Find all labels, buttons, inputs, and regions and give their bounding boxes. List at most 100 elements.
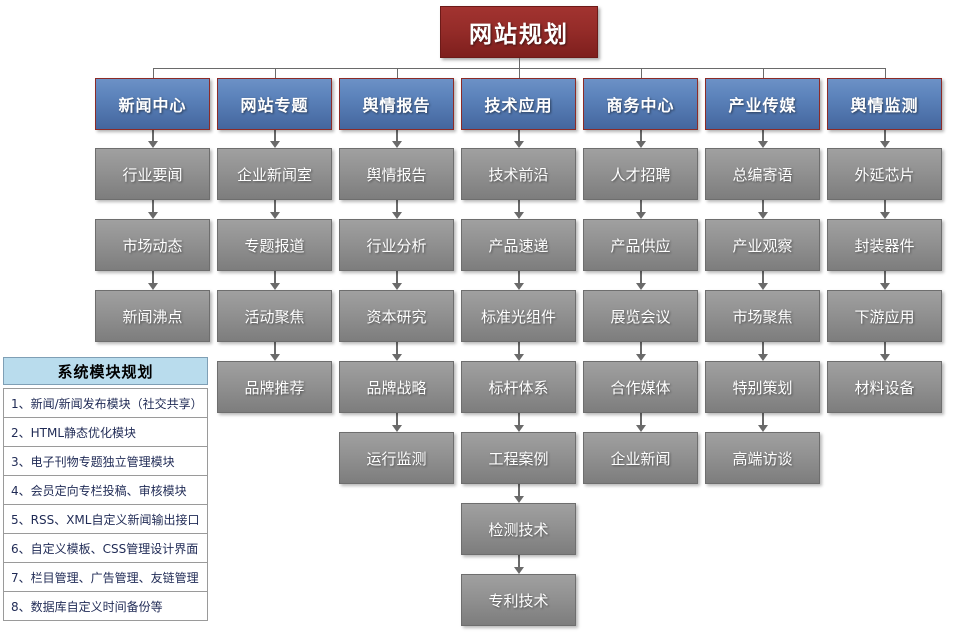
item-box[interactable]: 展览会议: [583, 290, 698, 342]
item-box[interactable]: 人才招聘: [583, 148, 698, 200]
item-connector-arrow-5-3: [757, 354, 768, 361]
item-box[interactable]: 企业新闻室: [217, 148, 332, 200]
item-box[interactable]: 产业观察: [705, 219, 820, 271]
item-box-label: 运行监测: [366, 449, 427, 468]
item-connector-stem-3-3: [517, 342, 520, 354]
item-connector-stem-3-1: [517, 200, 520, 212]
item-connector-arrow-4-2: [635, 283, 646, 290]
item-box[interactable]: 封装器件: [827, 219, 942, 271]
item-box-label: 材料设备: [854, 378, 915, 397]
item-box[interactable]: 技术前沿: [461, 148, 576, 200]
module-plan-title-label: 系统模块规划: [57, 362, 154, 381]
item-connector-arrow-2-3: [391, 354, 402, 361]
item-box-label: 市场动态: [122, 236, 183, 255]
item-box[interactable]: 检测技术: [461, 503, 576, 555]
item-box[interactable]: 运行监测: [339, 432, 454, 484]
item-box-label: 封装器件: [854, 236, 915, 255]
item-box[interactable]: 行业分析: [339, 219, 454, 271]
module-row-label: 8、数据库自定义时间备份等: [11, 599, 163, 614]
item-box[interactable]: 产品速递: [461, 219, 576, 271]
item-connector-stem-4-4: [639, 413, 642, 425]
item-box[interactable]: 下游应用: [827, 290, 942, 342]
column-header-4[interactable]: 商务中心: [583, 78, 698, 130]
item-box[interactable]: 产品供应: [583, 219, 698, 271]
item-box[interactable]: 总编寄语: [705, 148, 820, 200]
item-connector-stem-6-0: [883, 130, 886, 141]
root-node[interactable]: 网站规划: [440, 6, 598, 58]
column-header-0[interactable]: 新闻中心: [95, 78, 210, 130]
module-row[interactable]: 2、HTML静态优化模块: [4, 418, 207, 447]
item-connector-stem-2-3: [395, 342, 398, 354]
column-header-1[interactable]: 网站专题: [217, 78, 332, 130]
item-box[interactable]: 活动聚焦: [217, 290, 332, 342]
column-drop-6: [884, 68, 886, 78]
item-connector-stem-2-0: [395, 130, 398, 141]
item-box[interactable]: 材料设备: [827, 361, 942, 413]
item-connector-stem-4-3: [639, 342, 642, 354]
item-box[interactable]: 品牌推荐: [217, 361, 332, 413]
item-connector-arrow-4-3: [635, 354, 646, 361]
item-connector-arrow-5-0: [757, 141, 768, 148]
module-row[interactable]: 6、自定义模板、CSS管理设计界面: [4, 534, 207, 563]
item-box-label: 外延芯片: [854, 165, 915, 184]
module-row[interactable]: 4、会员定向专栏投稿、审核模块: [4, 476, 207, 505]
item-connector-arrow-4-4: [635, 425, 646, 432]
column-header-3[interactable]: 技术应用: [461, 78, 576, 130]
module-row-label: 7、栏目管理、广告管理、友链管理: [11, 570, 199, 585]
item-box[interactable]: 市场动态: [95, 219, 210, 271]
item-box-label: 品牌推荐: [244, 378, 305, 397]
item-box[interactable]: 工程案例: [461, 432, 576, 484]
module-row-label: 5、RSS、XML自定义新闻输出接口: [11, 512, 200, 527]
item-box[interactable]: 资本研究: [339, 290, 454, 342]
item-connector-stem-4-1: [639, 200, 642, 212]
column-header-5[interactable]: 产业传媒: [705, 78, 820, 130]
module-row-label: 4、会员定向专栏投稿、审核模块: [11, 483, 187, 498]
module-row[interactable]: 7、栏目管理、广告管理、友链管理: [4, 563, 207, 592]
item-box[interactable]: 舆情报告: [339, 148, 454, 200]
item-connector-arrow-3-5: [513, 496, 524, 503]
module-plan-title: 系统模块规划: [3, 357, 208, 385]
item-box[interactable]: 企业新闻: [583, 432, 698, 484]
item-box-label: 特别策划: [732, 378, 793, 397]
item-box[interactable]: 专题报道: [217, 219, 332, 271]
item-box[interactable]: 高端访谈: [705, 432, 820, 484]
item-connector-arrow-3-4: [513, 425, 524, 432]
column-header-2[interactable]: 舆情报告: [339, 78, 454, 130]
module-row[interactable]: 5、RSS、XML自定义新闻输出接口: [4, 505, 207, 534]
item-box[interactable]: 品牌战略: [339, 361, 454, 413]
item-box[interactable]: 标准光组件: [461, 290, 576, 342]
item-connector-arrow-0-2: [147, 283, 158, 290]
module-row[interactable]: 3、电子刊物专题独立管理模块: [4, 447, 207, 476]
item-connector-stem-6-2: [883, 271, 886, 283]
item-connector-arrow-2-2: [391, 283, 402, 290]
module-row-label: 3、电子刊物专题独立管理模块: [11, 454, 175, 469]
item-box-label: 展览会议: [610, 307, 671, 326]
item-connector-arrow-1-2: [269, 283, 280, 290]
item-connector-arrow-0-0: [147, 141, 158, 148]
module-row[interactable]: 8、数据库自定义时间备份等: [4, 592, 207, 621]
item-box-label: 资本研究: [366, 307, 427, 326]
item-connector-arrow-6-1: [879, 212, 890, 219]
item-connector-stem-6-1: [883, 200, 886, 212]
item-connector-arrow-5-2: [757, 283, 768, 290]
column-header-6[interactable]: 舆情监测: [827, 78, 942, 130]
item-box[interactable]: 合作媒体: [583, 361, 698, 413]
item-box[interactable]: 新闻沸点: [95, 290, 210, 342]
item-box[interactable]: 行业要闻: [95, 148, 210, 200]
item-box[interactable]: 市场聚焦: [705, 290, 820, 342]
item-connector-stem-0-0: [151, 130, 154, 141]
item-box[interactable]: 标杆体系: [461, 361, 576, 413]
item-connector-arrow-3-2: [513, 283, 524, 290]
item-connector-arrow-4-0: [635, 141, 646, 148]
item-connector-stem-3-6: [517, 555, 520, 567]
item-box-label: 企业新闻: [610, 449, 671, 468]
item-box[interactable]: 专利技术: [461, 574, 576, 626]
item-connector-stem-3-5: [517, 484, 520, 496]
item-box-label: 行业分析: [366, 236, 427, 255]
item-box[interactable]: 特别策划: [705, 361, 820, 413]
item-box[interactable]: 外延芯片: [827, 148, 942, 200]
item-connector-arrow-0-1: [147, 212, 158, 219]
item-connector-stem-1-2: [273, 271, 276, 283]
module-row[interactable]: 1、新闻/新闻发布模块（社交共享）: [4, 389, 207, 418]
